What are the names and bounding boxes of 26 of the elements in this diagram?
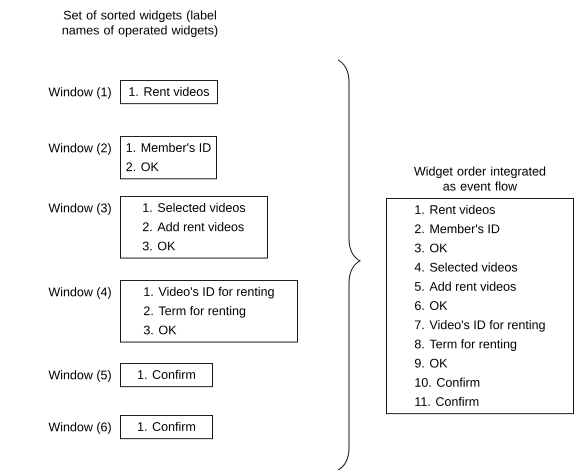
box-heading: Widget order integrated as event flow — [414, 166, 546, 191]
window-label: Window (6) — [48, 422, 111, 434]
node-label: 5. Add rent videos — [414, 282, 516, 291]
list-box: 1. Confirm — [120, 415, 213, 440]
node-label: 11. Confirm — [415, 396, 478, 406]
list-box: 1. Rent videos — [120, 80, 218, 104]
list-box: 1. Confirm — [120, 363, 213, 388]
window-label: Window (4) — [48, 287, 111, 299]
node-label: 7. Video's ID for renting — [415, 320, 545, 332]
node-label: 3. OK — [414, 244, 448, 252]
node-label: 9. OK — [414, 358, 448, 368]
node-label: 8. Term for renting — [414, 339, 516, 351]
list-box: 1. Selected videos 2. Add rent videos 3. OK — [120, 196, 268, 258]
node-label: 1. Rent videos — [415, 204, 495, 214]
list-box: 1. Rent videos 2. Member's ID 3. OK 4. Selected videos 5. Add rent videos 6. OK 7. Video's ID for renting 8. Term for renting 9. OK 10. Confirm 11. Confirm — [386, 198, 574, 414]
window-label: Window (5) — [48, 370, 111, 382]
node-label: 10. Confirm — [415, 378, 480, 387]
window-label: Window (2) — [48, 143, 111, 155]
node-label: 4. Selected videos — [414, 262, 518, 272]
column-heading: Set of sorted widgets (label names of operated widgets) — [62, 10, 218, 38]
window-label: Window (3) — [48, 203, 111, 215]
window-label: Window (1) — [48, 87, 111, 99]
node-label: 2. Member's ID — [415, 224, 500, 234]
node-label: 6. OK — [415, 301, 448, 310]
list-box: 1. Video's ID for renting 2. Term for renting 3. OK — [120, 280, 298, 342]
list-box: 1. Member's ID 2. OK — [120, 136, 217, 180]
